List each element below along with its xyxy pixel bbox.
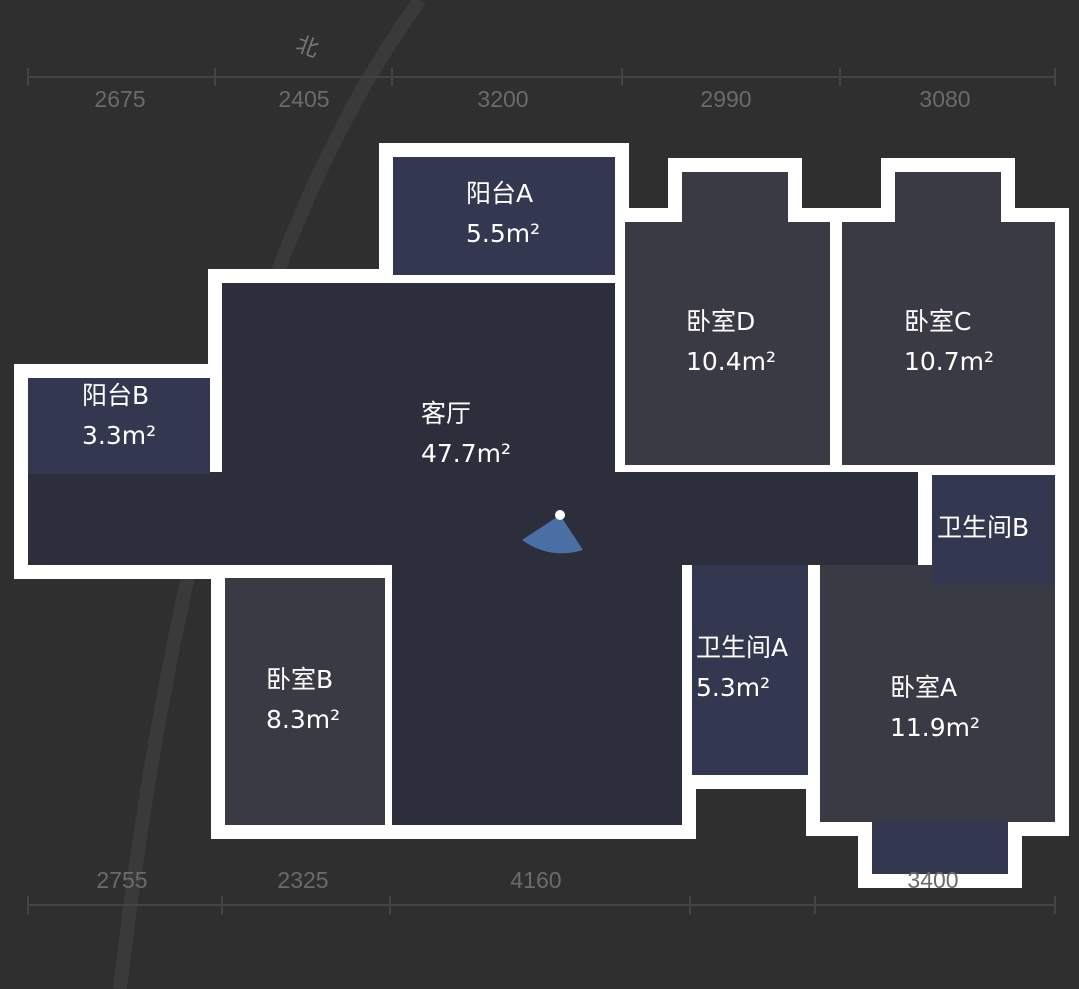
room-area: 47.7m² <box>421 439 512 468</box>
room-name: 卫生间B <box>937 513 1030 542</box>
dimension-top: 3200 <box>477 86 529 112</box>
room-area: 5.5m² <box>466 219 541 248</box>
viewpoint-marker <box>555 510 565 520</box>
floor-bathroom-a <box>692 565 808 775</box>
opening <box>28 462 210 474</box>
room-area: 5.3m² <box>696 673 771 702</box>
floors <box>28 157 1055 874</box>
floor-bedroom-a <box>820 565 1055 822</box>
room-balcony-a: 阳台A 5.5m² <box>466 174 540 254</box>
floor-balcony-a <box>393 157 615 275</box>
room-area: 8.3m² <box>266 705 341 734</box>
floor-bedroom-c-bay <box>895 172 1001 222</box>
dimension-bottom: 4160 <box>510 867 562 893</box>
room-area: 10.4m² <box>686 347 777 376</box>
dimension-top: 2405 <box>278 86 330 112</box>
room-balcony-b: 阳台B 3.3m² <box>82 376 156 456</box>
dimension-top: 2675 <box>94 86 146 112</box>
room-bathroom-b: 卫生间B <box>937 508 1029 548</box>
room-area: 3.3m² <box>82 421 157 450</box>
viewpoint-cone <box>522 515 583 554</box>
room-name: 客厅 <box>421 399 472 428</box>
room-name: 卧室D <box>686 307 756 336</box>
dimension-top: 3080 <box>919 86 971 112</box>
room-area: 10.7m² <box>904 347 995 376</box>
floor-bathroom-b <box>932 475 1055 585</box>
dimension-bottom: 3400 <box>907 867 959 893</box>
room-name: 阳台A <box>466 179 534 208</box>
room-name: 卫生间A <box>696 633 789 662</box>
room-area: 11.9m² <box>890 713 981 742</box>
room-bathroom-a: 卫生间A 5.3m² <box>696 628 788 708</box>
room-bedroom-c: 卧室C 10.7m² <box>904 302 994 382</box>
room-bedroom-a: 卧室A 11.9m² <box>890 668 980 748</box>
dimension-top: 2990 <box>700 86 752 112</box>
opening <box>392 555 682 565</box>
room-bedroom-b: 卧室B 8.3m² <box>266 660 340 740</box>
room-name: 卧室A <box>890 673 958 702</box>
room-name: 卧室C <box>904 307 972 336</box>
floor-corridor <box>28 472 918 565</box>
floor-living-south <box>392 560 682 825</box>
room-name: 阳台B <box>82 381 150 410</box>
floor-living <box>222 283 615 465</box>
floor-bedroom-b <box>225 578 385 825</box>
opening <box>222 462 615 474</box>
floor-bedroom-c <box>842 222 1055 465</box>
floor-bedroom-a-bay <box>872 822 1008 874</box>
floor-bedroom-d <box>625 222 830 465</box>
room-living: 客厅 47.7m² <box>421 394 511 474</box>
dimension-bottom: 2755 <box>96 867 148 893</box>
room-bedroom-d: 卧室D 10.4m² <box>686 302 776 382</box>
dimension-lines <box>27 68 1056 914</box>
room-name: 卧室B <box>266 665 334 694</box>
floor-bedroom-d-bay <box>682 172 788 222</box>
dimension-bottom: 2325 <box>277 867 329 893</box>
floor-balcony-b <box>28 378 210 462</box>
